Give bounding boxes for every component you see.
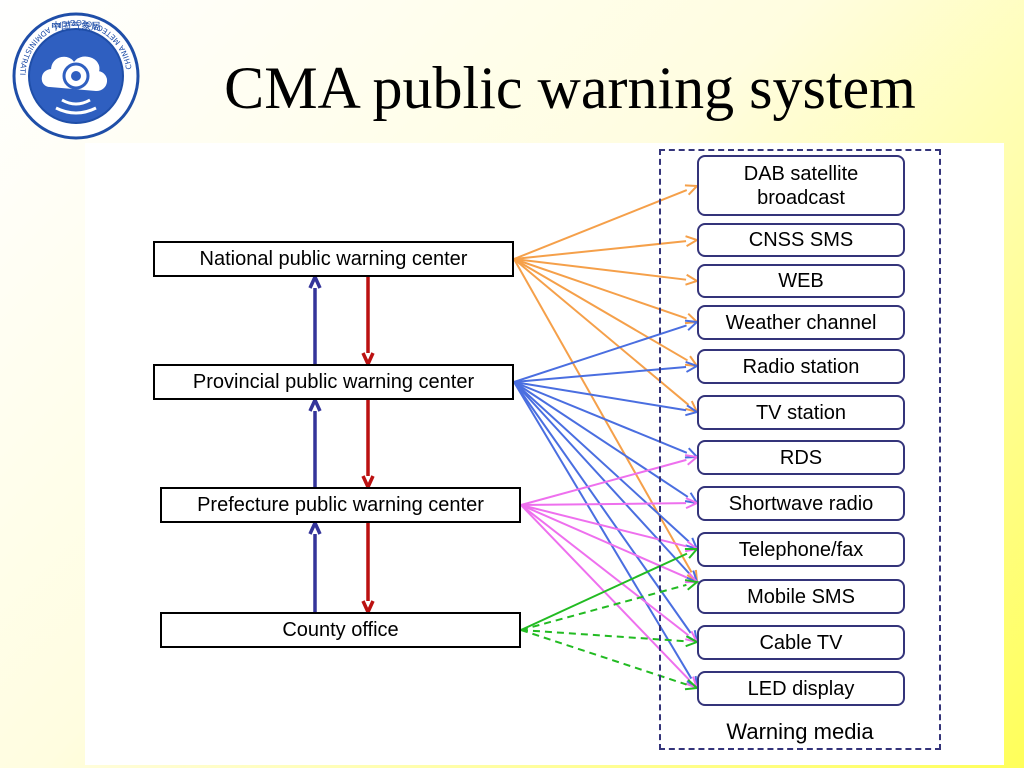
media-shortwave-label: Shortwave radio bbox=[728, 492, 874, 515]
media-tv-label: TV station bbox=[755, 401, 847, 424]
county-to-mobile-arrow bbox=[520, 579, 700, 631]
provincial-prefecture-dispatch-arrow bbox=[361, 400, 375, 492]
media-radio-box: Radio station bbox=[697, 349, 905, 384]
prefecture-county-escalate-arrow bbox=[308, 518, 322, 612]
national-center-label: National public warning center bbox=[199, 247, 468, 270]
media-dab-label: DAB satellite broadcast bbox=[743, 162, 859, 209]
media-cable-label: Cable TV bbox=[759, 631, 843, 654]
media-weather-box: Weather channel bbox=[697, 305, 905, 340]
warning-media-caption: Warning media bbox=[726, 719, 874, 744]
provincial-center-label: Provincial public warning center bbox=[192, 370, 475, 393]
prefecture-center-label: Prefecture public warning center bbox=[197, 493, 484, 516]
media-mobile-label: Mobile SMS bbox=[747, 585, 855, 608]
media-web-label: WEB bbox=[778, 270, 824, 292]
media-cnss-label: CNSS SMS bbox=[748, 229, 854, 251]
media-shortwave-box: Shortwave radio bbox=[697, 486, 905, 521]
county-office-label: County office bbox=[282, 618, 399, 641]
media-cable-box: Cable TV bbox=[697, 625, 905, 660]
media-led-label: LED display bbox=[747, 677, 855, 700]
county-office-box: County office bbox=[160, 612, 521, 648]
media-radio-label: Radio station bbox=[742, 355, 860, 378]
media-rds-box: RDS bbox=[697, 440, 905, 475]
media-telephone-box: Telephone/fax bbox=[697, 532, 905, 567]
national-provincial-escalate-arrow bbox=[308, 272, 322, 364]
warning-media-frame bbox=[659, 149, 941, 750]
logo-top-text: 中国气象局 bbox=[51, 20, 101, 33]
prefecture-center-box: Prefecture public warning center bbox=[160, 487, 521, 523]
media-telephone-label: Telephone/fax bbox=[738, 538, 864, 561]
cma-logo-icon: CHINA METEOROLOGICAL ADMINISTRATION 中国气象… bbox=[10, 12, 140, 140]
provincial-center-box: Provincial public warning center bbox=[153, 364, 514, 400]
media-rds-label: RDS bbox=[779, 446, 823, 469]
prefecture-county-dispatch-arrow bbox=[361, 523, 375, 617]
media-dab-box: DAB satellite broadcast bbox=[697, 155, 905, 216]
media-mobile-box: Mobile SMS bbox=[697, 579, 905, 614]
media-web-box: WEB bbox=[697, 264, 905, 298]
national-provincial-dispatch-arrow bbox=[361, 277, 375, 369]
media-cnss-box: CNSS SMS bbox=[697, 223, 905, 257]
media-led-box: LED display bbox=[697, 671, 905, 706]
provincial-prefecture-escalate-arrow bbox=[308, 395, 322, 487]
media-weather-label: Weather channel bbox=[725, 311, 877, 334]
national-center-box: National public warning center bbox=[153, 241, 514, 277]
media-tv-box: TV station bbox=[697, 395, 905, 430]
page-title: CMA public warning system bbox=[224, 55, 916, 121]
